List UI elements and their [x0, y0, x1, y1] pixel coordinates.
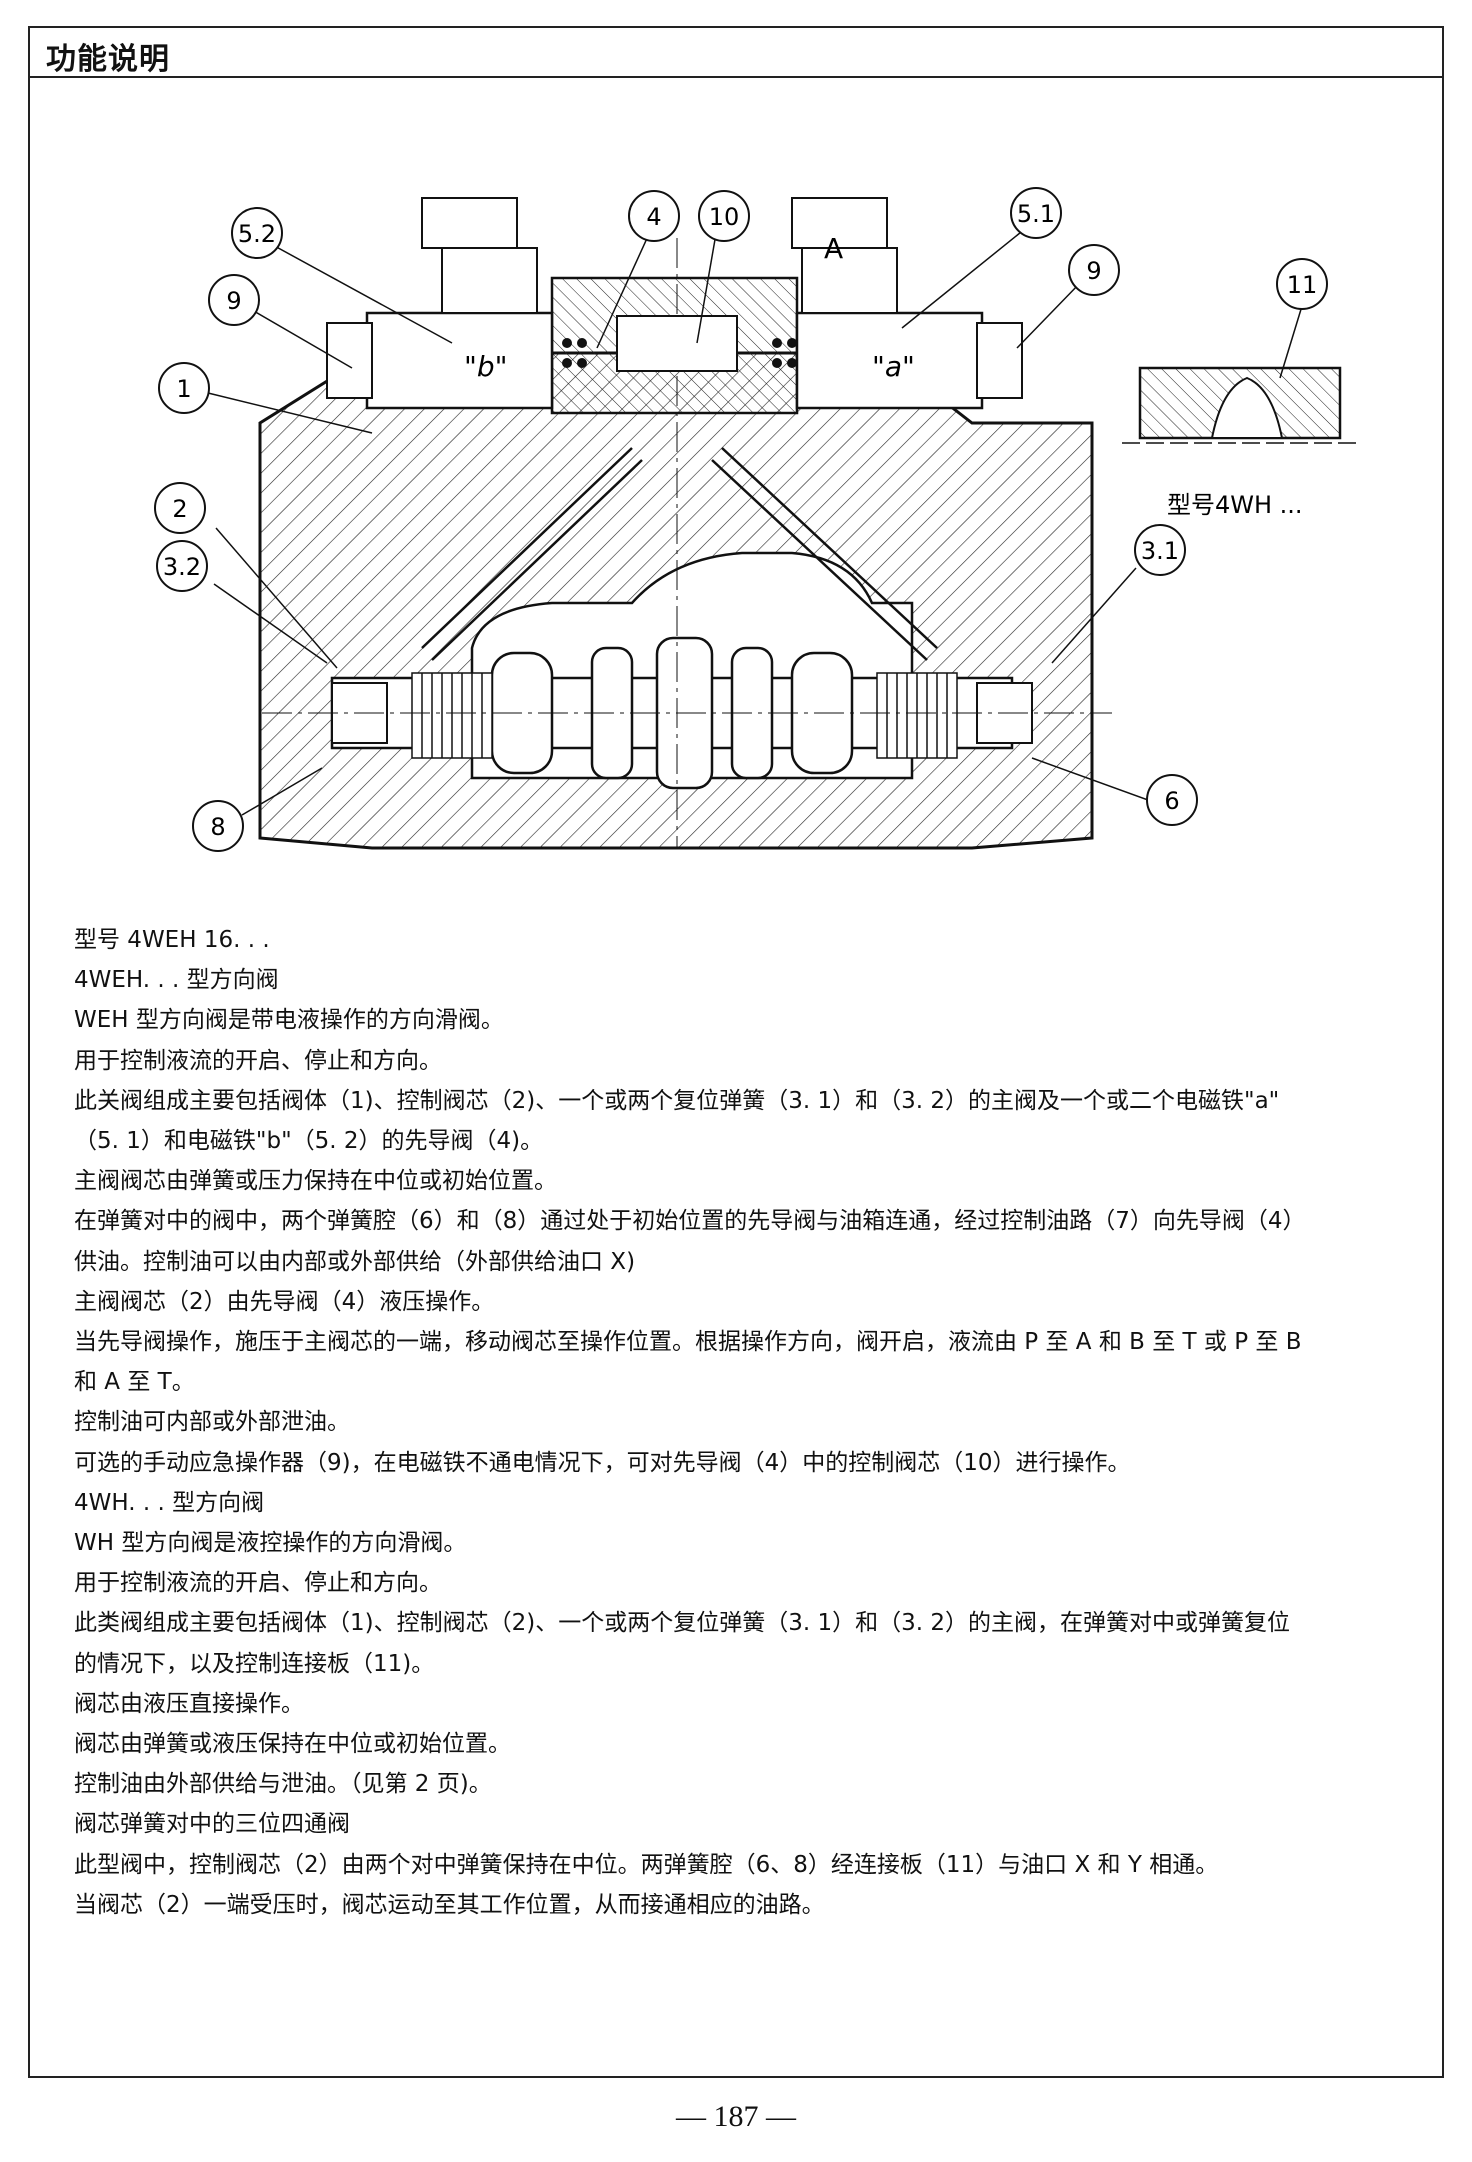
callout-11: 11	[1276, 258, 1328, 310]
callout-4: 4	[628, 190, 680, 242]
paragraph: 当阀芯（2）一端受压时，阀芯运动至其工作位置，从而接通相应的油路。	[74, 1891, 825, 1918]
callout-5-2-label: 5.2	[238, 220, 276, 248]
section-header: 功能说明	[30, 28, 1442, 78]
callout-2-label: 2	[172, 495, 187, 523]
paragraph: 此类阀组成主要包括阀体（1)、控制阀芯（2)、一个或两个复位弹簧（3. 1）和（…	[74, 1610, 1290, 1637]
callout-6-label: 6	[1164, 787, 1179, 815]
callout-5-2: 5.2	[231, 207, 283, 259]
callout-4-label: 4	[646, 203, 661, 231]
paragraph: 和 A 至 T。	[74, 1369, 195, 1396]
paragraph: 阀芯由弹簧或液压保持在中位或初始位置。	[74, 1731, 511, 1758]
valve-cross-section-figure: "b" "a" A 型号4WH ...	[154, 187, 1362, 852]
page-frame: 功能说明	[28, 26, 1444, 2078]
callout-8-label: 8	[210, 813, 225, 841]
paragraph: 可选的手动应急操作器（9)，在电磁铁不通电情况下，可对先导阀（4）中的控制阀芯（…	[74, 1449, 1131, 1476]
paragraph: 此型阀中，控制阀芯（2）由两个对中弹簧保持在中位。两弹簧腔（6、8）经连接板（1…	[74, 1851, 1219, 1878]
callout-9-left: 9	[208, 274, 260, 326]
paragraph: 控制油由外部供给与泄油。（见第 2 页)。	[74, 1771, 492, 1798]
callout-1: 1	[158, 362, 210, 414]
paragraph: 当先导阀操作，施压于主阀芯的一端，移动阀芯至操作位置。根据操作方向，阀开启，液流…	[74, 1329, 1302, 1356]
callout-9-right: 9	[1068, 244, 1120, 296]
callout-3-2: 3.2	[156, 540, 208, 592]
paragraph: 主阀阀芯由弹簧或压力保持在中位或初始位置。	[74, 1168, 557, 1195]
callout-1-label: 1	[176, 375, 191, 403]
paragraph: 供油。控制油可以由内部或外部供给（外部供给油口 X)	[74, 1248, 636, 1275]
main-valve-body	[258, 238, 1112, 850]
callout-9-right-label: 9	[1086, 257, 1101, 285]
pilot-valve-assembly: "b" "a" A	[326, 197, 1023, 415]
section-title: 功能说明	[46, 42, 170, 77]
inset-caption: 型号4WH ...	[1167, 491, 1303, 519]
solenoid-b-label: "b"	[464, 350, 508, 383]
paragraph: WH 型方向阀是液控操作的方向滑阀。	[74, 1530, 467, 1557]
callout-10: 10	[698, 190, 750, 242]
paragraph: 此关阀组成主要包括阀体（1)、控制阀芯（2)、一个或两个复位弹簧（3. 1）和（…	[74, 1087, 1280, 1114]
paragraph: 4WH. . . 型方向阀	[74, 1489, 265, 1516]
paragraph: 阀芯弹簧对中的三位四通阀	[74, 1811, 350, 1838]
paragraph: 4WEH. . . 型方向阀	[74, 967, 279, 994]
callout-3-2-label: 3.2	[163, 553, 201, 581]
callout-3-1: 3.1	[1134, 524, 1186, 576]
description-text: 型号 4WEH 16. . . 4WEH. . . 型方向阀 WEH 型方向阀是…	[74, 920, 1434, 1925]
callout-5-1: 5.1	[1010, 187, 1062, 239]
callout-2: 2	[154, 482, 206, 534]
paragraph: 型号 4WEH 16. . .	[74, 927, 270, 953]
paragraph: 主阀阀芯（2）由先导阀（4）液压操作。	[74, 1288, 495, 1315]
callout-10-label: 10	[709, 203, 740, 231]
paragraph: 阀芯由液压直接操作。	[74, 1690, 304, 1717]
paragraph: 用于控制液流的开启、停止和方向。	[74, 1047, 442, 1074]
callout-8: 8	[192, 800, 244, 852]
callout-9-left-label: 9	[226, 287, 241, 315]
inset-4wh-plate: 型号4WH ...	[1122, 366, 1362, 519]
callout-5-1-label: 5.1	[1017, 200, 1055, 228]
paragraph: WEH 型方向阀是带电液操作的方向滑阀。	[74, 1007, 504, 1034]
paragraph: 用于控制液流的开启、停止和方向。	[74, 1570, 442, 1597]
callout-6: 6	[1146, 774, 1198, 826]
page-number: — 187 —	[676, 2100, 796, 2133]
paragraph: （5. 1）和电磁铁"b"（5. 2）的先导阀（4)。	[74, 1128, 544, 1155]
paragraph: 控制油可内部或外部泄油。	[74, 1409, 350, 1436]
paragraph: 在弹簧对中的阀中，两个弹簧腔（6）和（8）通过处于初始位置的先导阀与油箱连通，经…	[74, 1208, 1306, 1235]
solenoid-a-label: "a"	[872, 350, 915, 383]
connector-a-label: A	[824, 232, 843, 265]
paragraph: 的情况下，以及控制连接板（11)。	[74, 1650, 435, 1677]
callout-11-label: 11	[1287, 271, 1318, 299]
callout-3-1-label: 3.1	[1141, 537, 1179, 565]
callout-leaders	[207, 219, 1303, 816]
